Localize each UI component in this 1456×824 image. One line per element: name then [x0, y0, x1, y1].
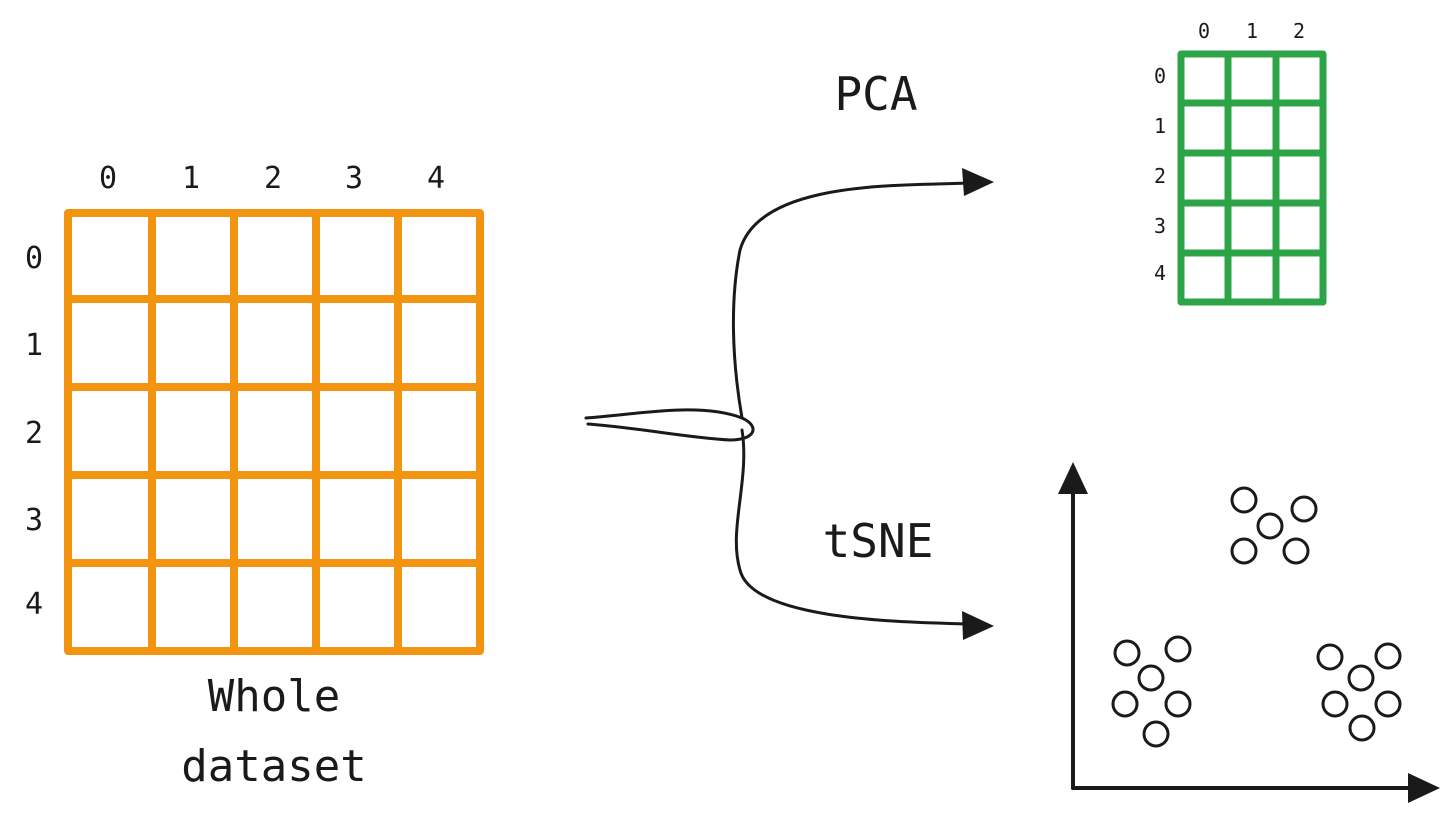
whole-row-label-3: 3 — [25, 503, 43, 538]
whole-col-label-1: 1 — [182, 161, 200, 196]
whole-row-label-2: 2 — [25, 416, 43, 451]
cluster-point-icon — [1113, 639, 1141, 667]
cluster-point-icon — [1230, 537, 1258, 565]
cluster-point-icon — [1374, 642, 1402, 670]
whole-col-label-2: 2 — [264, 161, 282, 196]
tsne-output-plot — [1058, 462, 1440, 803]
pca-output-row-labels: 0 1 2 3 4 — [1154, 64, 1166, 285]
whole-dataset-caption-line1: Whole — [208, 671, 340, 722]
branch-to-tsne-curve — [734, 428, 970, 626]
cluster-point-icon — [1142, 720, 1170, 748]
pca-output-column-labels: 0 1 2 — [1198, 19, 1305, 43]
cluster-point-icon — [1164, 635, 1192, 663]
whole-row-label-1: 1 — [25, 328, 43, 363]
tsne-cluster-points — [1111, 486, 1402, 748]
cluster-point-icon — [1282, 537, 1310, 565]
whole-dataset-caption-line2: dataset — [181, 741, 366, 792]
branch-connector — [584, 181, 970, 626]
pca-row-label-0: 0 — [1154, 64, 1166, 88]
pca-col-label-1: 1 — [1246, 19, 1258, 43]
pca-grid-border — [1177, 50, 1327, 306]
whole-col-label-0: 0 — [99, 161, 117, 196]
pca-col-label-0: 0 — [1198, 19, 1210, 43]
cluster-point-icon — [1321, 690, 1349, 718]
x-axis-arrow-icon — [1408, 773, 1440, 803]
cluster-point-icon — [1316, 643, 1344, 671]
cluster-point-icon — [1256, 512, 1284, 540]
whole-dataset-column-labels: 0 1 2 3 4 — [99, 161, 445, 196]
cluster-point-icon — [1374, 690, 1402, 718]
whole-row-label-4: 4 — [25, 587, 43, 622]
cluster-point-icon — [1230, 486, 1258, 514]
tsne-method-label: tSNE — [823, 514, 934, 568]
cluster-point-icon — [1348, 714, 1376, 742]
branch-to-pca-curve — [731, 181, 970, 420]
tsne-arrowhead-icon — [962, 611, 994, 640]
branch-loop-curve — [584, 408, 755, 442]
whole-col-label-3: 3 — [345, 161, 363, 196]
cluster-point-icon — [1111, 690, 1139, 718]
pca-method-label: PCA — [834, 67, 917, 121]
pca-row-label-2: 2 — [1154, 164, 1166, 188]
whole-col-label-4: 4 — [427, 161, 445, 196]
cluster-point-icon — [1137, 664, 1165, 692]
whole-dataset-row-labels: 0 1 2 3 4 — [25, 241, 43, 622]
whole-grid-border — [64, 209, 484, 655]
pca-col-label-2: 2 — [1293, 19, 1305, 43]
pca-output-grid — [1177, 50, 1327, 306]
pca-row-label-4: 4 — [1154, 261, 1166, 285]
pca-row-label-1: 1 — [1154, 114, 1166, 138]
whole-row-label-0: 0 — [25, 241, 43, 276]
cluster-point-icon — [1347, 664, 1375, 692]
pca-row-label-3: 3 — [1154, 214, 1166, 238]
whole-dataset-grid — [64, 209, 484, 655]
cluster-point-icon — [1164, 690, 1192, 718]
pca-arrowhead-icon — [962, 168, 994, 196]
cluster-point-icon — [1290, 495, 1318, 523]
y-axis-arrow-icon — [1058, 462, 1088, 494]
